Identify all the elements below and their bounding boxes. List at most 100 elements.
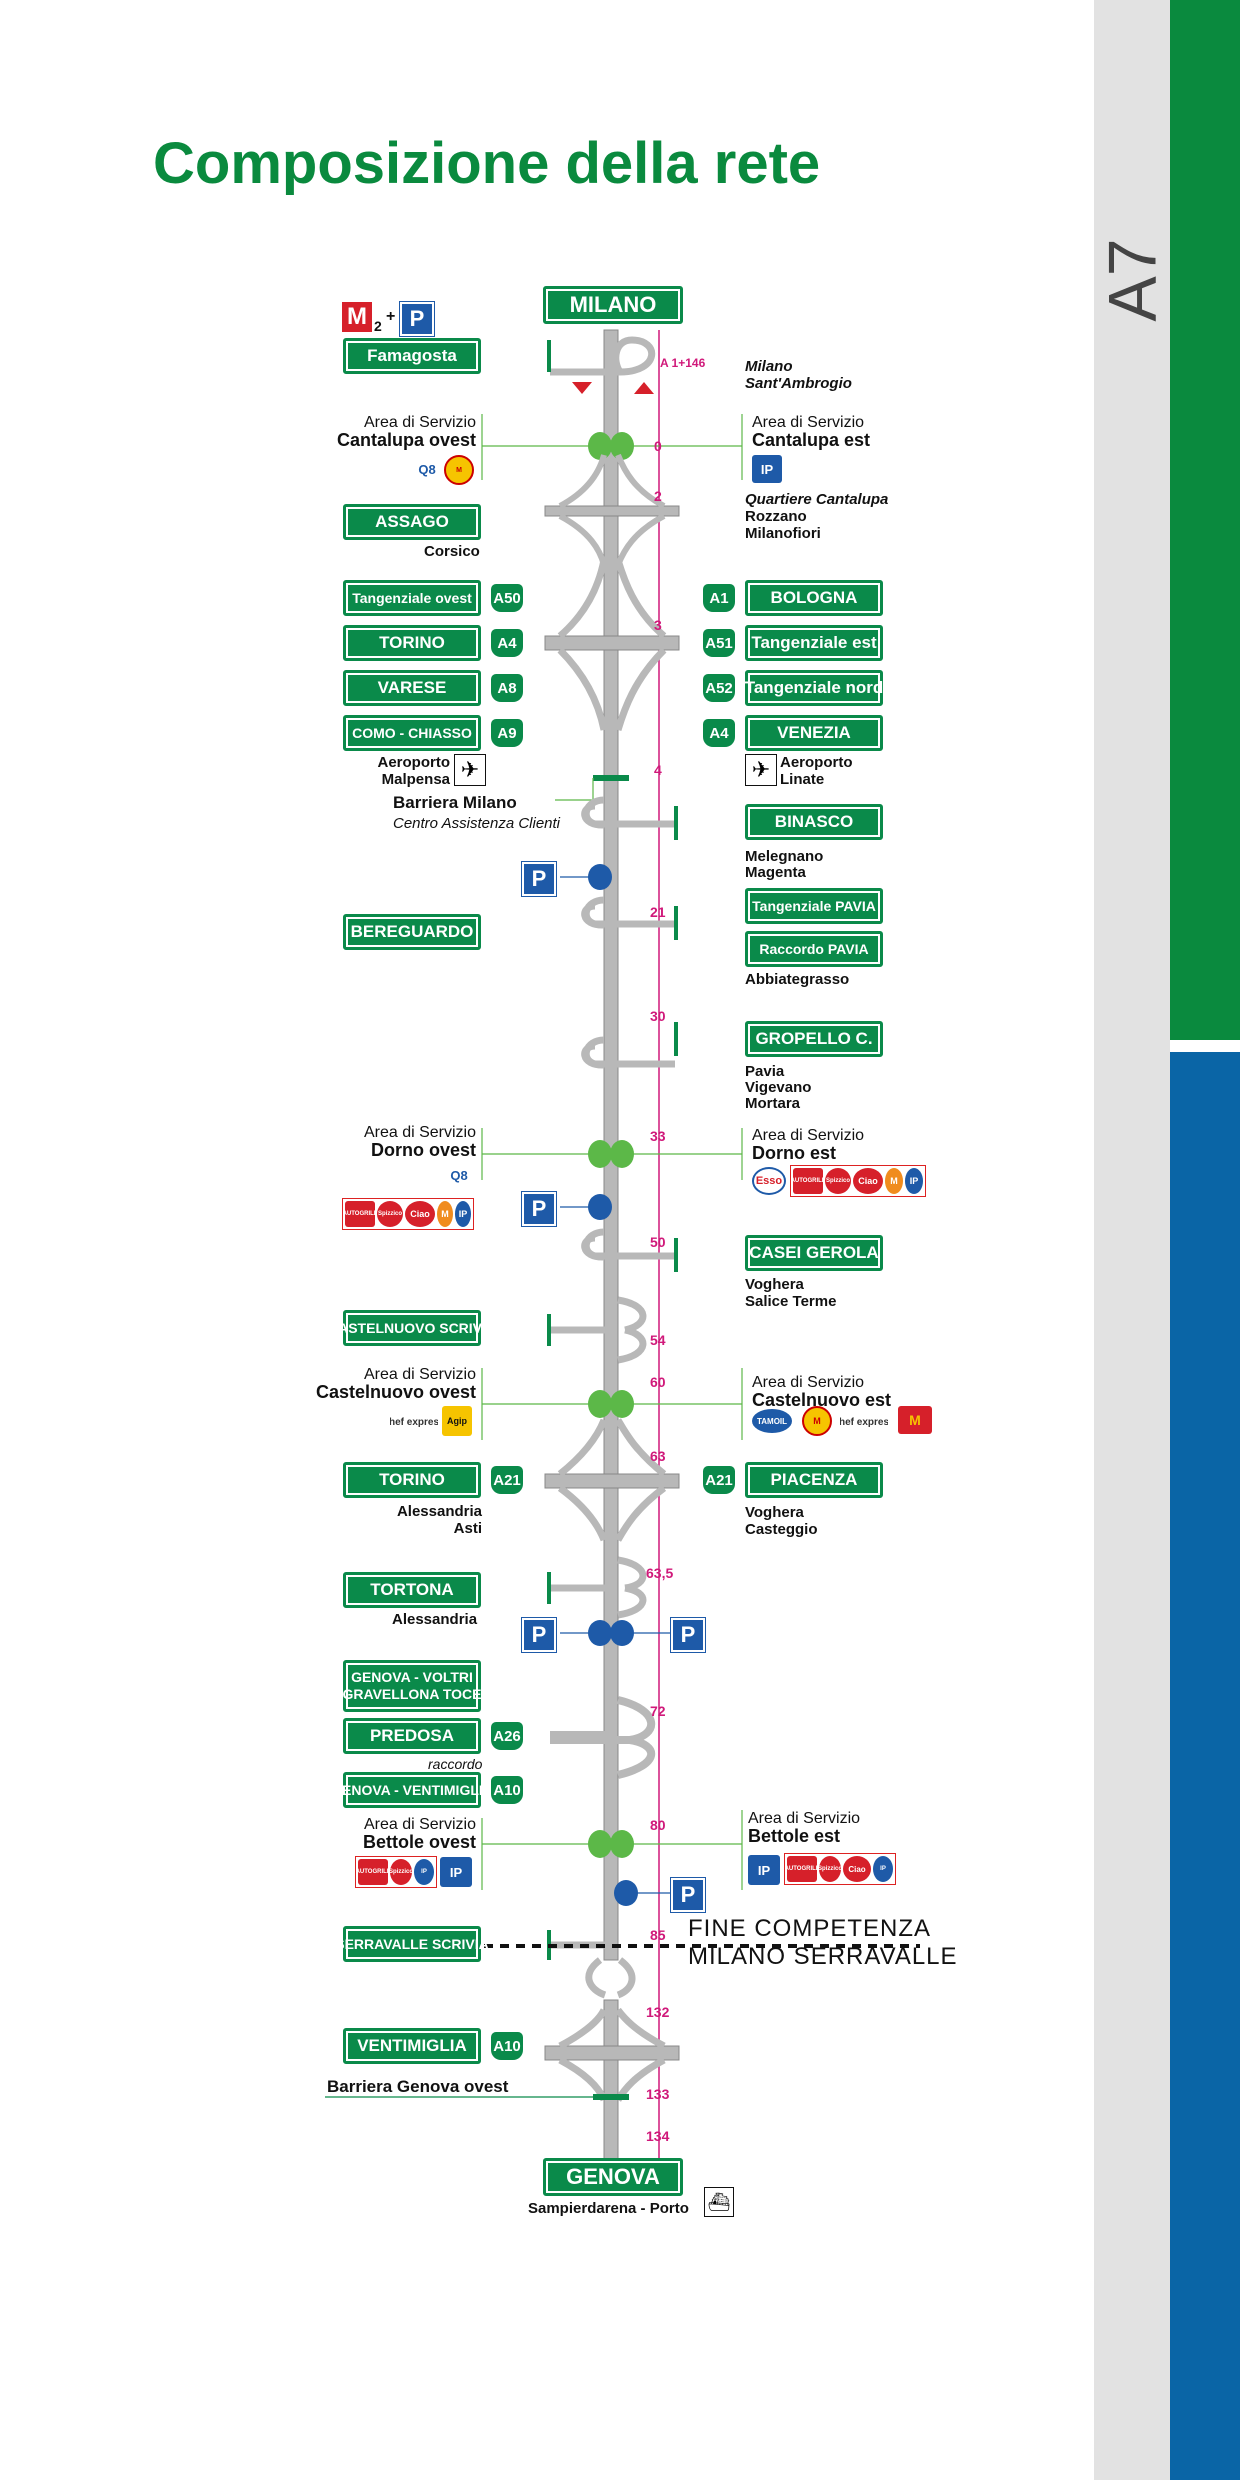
sign-venezia: VENEZIA — [745, 715, 883, 751]
ciao-logo-3: Ciao — [843, 1856, 871, 1882]
parking-icon-1: P — [521, 861, 557, 897]
autogrill-logo-1: AUTOGRILL — [345, 1201, 375, 1227]
km-54: 54 — [650, 1332, 666, 1348]
sign-serravalle-scrivia: SERRAVALLE SCRIVIA — [335, 1926, 489, 1962]
bettole-est-type: Area di Servizio — [748, 1810, 861, 1827]
sign-castelnuovo-scrivia: CASTELNUOVO SCRIVIA — [328, 1310, 496, 1346]
chef-express-logo-2: chef express — [840, 1408, 888, 1436]
sign-genova-ventimiglia: GENOVA - VENTIMIGLIA — [331, 1772, 493, 1808]
sign-raccordo-pavia: Raccordo PAVIA — [745, 931, 883, 967]
parking-icon-3w: P — [521, 1617, 557, 1653]
linate-label-1: Aeroporto — [780, 754, 853, 771]
parking-icon-2: P — [521, 1191, 557, 1227]
pavia-label-1: Pavia — [745, 1063, 785, 1080]
dorno-est-type: Area di Servizio — [752, 1127, 865, 1144]
ciao-logo-1: Ciao — [405, 1201, 435, 1227]
bettole-est-name: Bettole est — [748, 1826, 841, 1846]
voghera-1-label-2: Salice Terme — [745, 1293, 837, 1310]
sign-genova-voltri-line1: GENOVA - VOLTRI — [351, 1669, 473, 1685]
km-132: 132 — [646, 2004, 670, 2020]
dorno-est-dot — [610, 1140, 634, 1168]
spizzico-logo-2: Spizzico — [825, 1168, 851, 1194]
gropello-ramps — [581, 1036, 675, 1069]
voghera-1-label-1: Voghera — [745, 1276, 804, 1293]
side-label: A7 — [1095, 230, 1171, 330]
dorno-ovest-type: Area di Servizio — [363, 1124, 476, 1141]
sign-binasco: BINASCO — [745, 804, 883, 840]
bettole-ovest-services: AUTOGRILL Spizzico IP — [355, 1856, 437, 1888]
km-0: 0 — [654, 438, 662, 454]
abbiategrasso-label: Abbiategrasso — [745, 971, 850, 988]
sign-torino-1: TORINO — [343, 625, 481, 661]
autogrill-logo-3: AUTOGRILL — [358, 1859, 388, 1885]
km-a1146: A 1+146 — [660, 356, 706, 370]
voghera-2-label-1: Voghera — [745, 1504, 804, 1521]
casei-ramps — [581, 1228, 675, 1261]
barriera-milano-leader — [555, 778, 594, 801]
mc-logo-5: M — [898, 1406, 932, 1434]
shield-a4-left: A4 — [491, 629, 523, 657]
km-63: 63 — [650, 1448, 666, 1464]
famagosta-ramp — [550, 336, 655, 376]
spizzico-logo-4: Spizzico — [819, 1856, 841, 1882]
shield-a10-2: A10 — [491, 2032, 523, 2060]
sign-predosa: PREDOSA — [343, 1718, 481, 1754]
fine-competenza-2: MILANO SERRAVALLE — [688, 1943, 958, 1970]
km-50: 50 — [650, 1234, 666, 1250]
km-33: 33 — [650, 1128, 666, 1144]
dorno-ovest-name: Dorno ovest — [370, 1140, 476, 1160]
sign-genova-voltri: GENOVA - VOLTRI GRAVELLONA TOCE — [343, 1660, 481, 1712]
km-4: 4 — [654, 762, 662, 778]
park1-dot — [588, 864, 612, 890]
a21-ramps — [557, 1418, 667, 1542]
centro-assistenza-label: Centro Assistenza Clienti — [393, 815, 561, 832]
agip-logo: Agip — [442, 1406, 472, 1436]
alessandria-1-label-1: Alessandria — [396, 1503, 482, 1520]
sign-piacenza: PIACENZA — [745, 1462, 883, 1498]
serravalle-ramps — [550, 1941, 636, 1999]
castelnuovo-est-dot — [610, 1390, 634, 1418]
tortona-ramps — [550, 1556, 647, 1619]
esso-logo: Esso — [752, 1167, 786, 1195]
sign-tangenziale-pavia: Tangenziale PAVIA — [745, 888, 883, 924]
dorno-est-name: Dorno est — [752, 1143, 837, 1163]
shield-a52: A52 — [703, 674, 735, 702]
trunk-south — [603, 1999, 619, 2161]
binasco-ramps — [581, 796, 675, 829]
autogrill-logo-4: AUTOGRILL — [787, 1856, 817, 1882]
sign-varese: VARESE — [343, 670, 481, 706]
arrow-south — [572, 382, 592, 394]
tangenziali-crossing — [544, 635, 680, 651]
q8-logo-1: Q8 — [412, 455, 442, 483]
ip-logo-1: IP — [752, 455, 782, 483]
castelnuovo-est-name: Castelnuovo est — [752, 1390, 892, 1410]
cantalupa-ovest-name: Cantalupa ovest — [336, 430, 476, 450]
shield-a1: A1 — [703, 584, 735, 612]
park4-dot — [614, 1880, 638, 1906]
km-2: 2 — [654, 488, 662, 504]
motorway-diagram — [325, 329, 920, 2165]
cantalupa-ovest-dot — [588, 432, 612, 460]
shield-a51: A51 — [703, 629, 735, 657]
dorno-ovest-services: AUTOGRILL Spizzico Ciao M IP — [342, 1198, 474, 1230]
shield-a4-right: A4 — [703, 719, 735, 747]
bettole-est-services: AUTOGRILL Spizzico Ciao IP — [784, 1853, 896, 1885]
quartiere-label-1: Quartiere Cantalupa — [745, 491, 889, 508]
metro-plus: + — [386, 308, 396, 325]
barriera-milano-label: Barriera Milano — [393, 793, 517, 812]
castelnuovo-ovest-dot — [588, 1390, 612, 1418]
cantalupa-est-type: Area di Servizio — [752, 414, 865, 431]
alessandria-2-label: Alessandria — [392, 1611, 478, 1628]
milano-sa-label-1: Milano — [745, 358, 793, 375]
km-30: 30 — [650, 1008, 666, 1024]
ip-logo-5: IP — [440, 1857, 472, 1887]
dorno-ovest-dot — [588, 1140, 612, 1168]
autogrill-logo-2: AUTOGRILL — [793, 1168, 823, 1194]
mc-logo-1: M — [444, 455, 474, 485]
metro-parking-icon: P — [399, 301, 435, 337]
terminal-milano: MILANO — [543, 286, 683, 324]
bettole-est-dot — [610, 1830, 634, 1858]
km-134: 134 — [646, 2128, 670, 2144]
melegnano-label-1: Melegnano — [745, 848, 824, 865]
pavia-label-2: Vigevano — [745, 1079, 812, 1096]
